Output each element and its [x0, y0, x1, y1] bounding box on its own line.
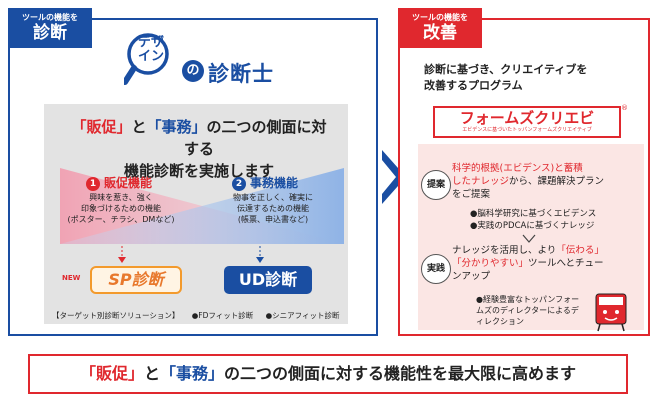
func-jimu-title: 2 事務機能: [232, 174, 298, 191]
heading-rest: の二つの側面に対する: [183, 118, 327, 158]
banner-rest: の二つの側面に対する機能性を最大限に高めます: [224, 364, 577, 383]
forms-creevi-subtitle: エビデンスに基づいたトッパンフォームズクリエイティブ: [462, 127, 592, 133]
func-hansoku-label: 販促機能: [104, 176, 153, 190]
registered-mark: ®: [621, 104, 628, 112]
jimu-wedge: [60, 168, 344, 244]
forms-creevi-logo: フォームズクリエビ エビデンスに基づいたトッパンフォームズクリエイティブ ®: [433, 104, 628, 138]
num-1-badge: 1: [86, 177, 100, 191]
logo-no-badge: の: [182, 60, 204, 82]
jissen-rest-2: ツールへとチュー: [528, 258, 604, 269]
banner-jimu: 「事務」: [160, 364, 225, 383]
chevron-down-icon: [522, 234, 536, 243]
jissen-highlight-1: 「伝わる」: [556, 245, 604, 256]
sp-diagnosis-logo: SP診断: [90, 266, 182, 294]
teian-rest-2: をご提案: [452, 189, 491, 200]
ud-diagnosis-logo: UD診断: [224, 266, 312, 294]
down-arrows: [118, 246, 264, 263]
heading-jimu: 「事務」: [146, 118, 207, 136]
jissen-rest-3: ンアップ: [452, 271, 491, 282]
improvement-tag-caption: ツールの機能を: [412, 13, 468, 22]
heading-line2: 機能診断を実施します: [123, 162, 274, 180]
improvement-tag: ツールの機能を 改善: [398, 8, 482, 48]
jissen-highlight-2: 「分かりやすい」: [452, 258, 529, 269]
conclusion-banner: 「販促」と「事務」の二つの側面に対する機能性を最大限に高めます: [28, 354, 628, 394]
function-overlap-graphic: [60, 168, 344, 244]
teian-rest-1: から、課題解決プラン: [509, 176, 605, 187]
teian-label: 提案: [421, 170, 451, 200]
diagnosis-tag-caption: ツールの機能を: [22, 13, 78, 22]
target-solution-title: 【ターゲット別診断ソリューション】: [52, 311, 180, 320]
jissen-text: ナレッジを活用し、より「伝わる」 「分かりやすい」ツールへとチュー ンアップ: [452, 244, 638, 283]
func-jimu-label: 事務機能: [250, 176, 299, 190]
logo-title: 診断士: [208, 62, 274, 86]
func-hansoku-desc: 興味を惹き、強く 印象づけるための機能 (ポスター、チラシ、DMなど): [67, 193, 175, 224]
banner-to: と: [143, 364, 160, 383]
banner-hansoku: 「販促」: [79, 364, 144, 383]
diagnosis-tag: ツールの機能を 診断: [8, 8, 92, 48]
sp-diagnosis: NEW SP診断: [62, 262, 192, 302]
num-2-badge: 2: [232, 177, 246, 191]
diagnosis-tag-title: 診断: [33, 23, 67, 43]
tf-mascot-icon: [595, 293, 627, 332]
right-arrow-icon: [382, 150, 406, 204]
logo-dezain-text: デザ イン: [138, 35, 165, 64]
teian-bullet-evidence: ●脳科学研究に基づくエビデンス: [470, 209, 597, 219]
teian-text: 科学的根拠(エビデンス)と蓄積 したナレッジから、課題解決プラン をご提案: [452, 162, 638, 201]
improvement-intro: 診断に基づき、クリエイティブを 改善するプログラム: [424, 63, 588, 92]
diagnosis-heading: 「販促」と「事務」の二つの側面に対する 機能診断を実施します: [64, 116, 334, 182]
jissen-rest-1: ナレッジを活用し、より: [452, 245, 557, 256]
func-hansoku-title: 1 販促機能: [86, 174, 152, 191]
senior-fit-item: ●シニアフィット診断: [265, 311, 340, 320]
fd-fit-item: ●FDフィット診断: [191, 311, 254, 320]
func-jimu-desc: 物事を正しく、確実に 伝達するための機能 (帳票、申込書など): [233, 193, 313, 224]
design-shindanshi-logo: デザ イン の 診断士: [124, 30, 334, 90]
new-badge: NEW: [62, 274, 81, 282]
jissen-direction-note: ●経験豊富なトッパンフォームズのディレクターによるディレクション: [476, 295, 580, 326]
heading-to: と: [131, 118, 147, 136]
jissen-label: 実践: [421, 254, 451, 284]
magnifier-icon: [124, 33, 169, 85]
forms-creevi-title: フォームズクリエビ: [459, 109, 595, 127]
target-solution-list: 【ターゲット別診断ソリューション】 ●FDフィット診断 ●シニアフィット診断: [52, 310, 352, 321]
heading-hansoku: 「販促」: [71, 118, 132, 136]
teian-bullet-knowledge: ●実践のPDCAに基づくナレッジ: [470, 221, 595, 231]
improvement-tag-title: 改善: [423, 23, 457, 43]
teian-highlight-2: したナレッジ: [452, 176, 510, 187]
teian-highlight-1: 科学的根拠(エビデンス)と蓄積: [452, 163, 583, 174]
